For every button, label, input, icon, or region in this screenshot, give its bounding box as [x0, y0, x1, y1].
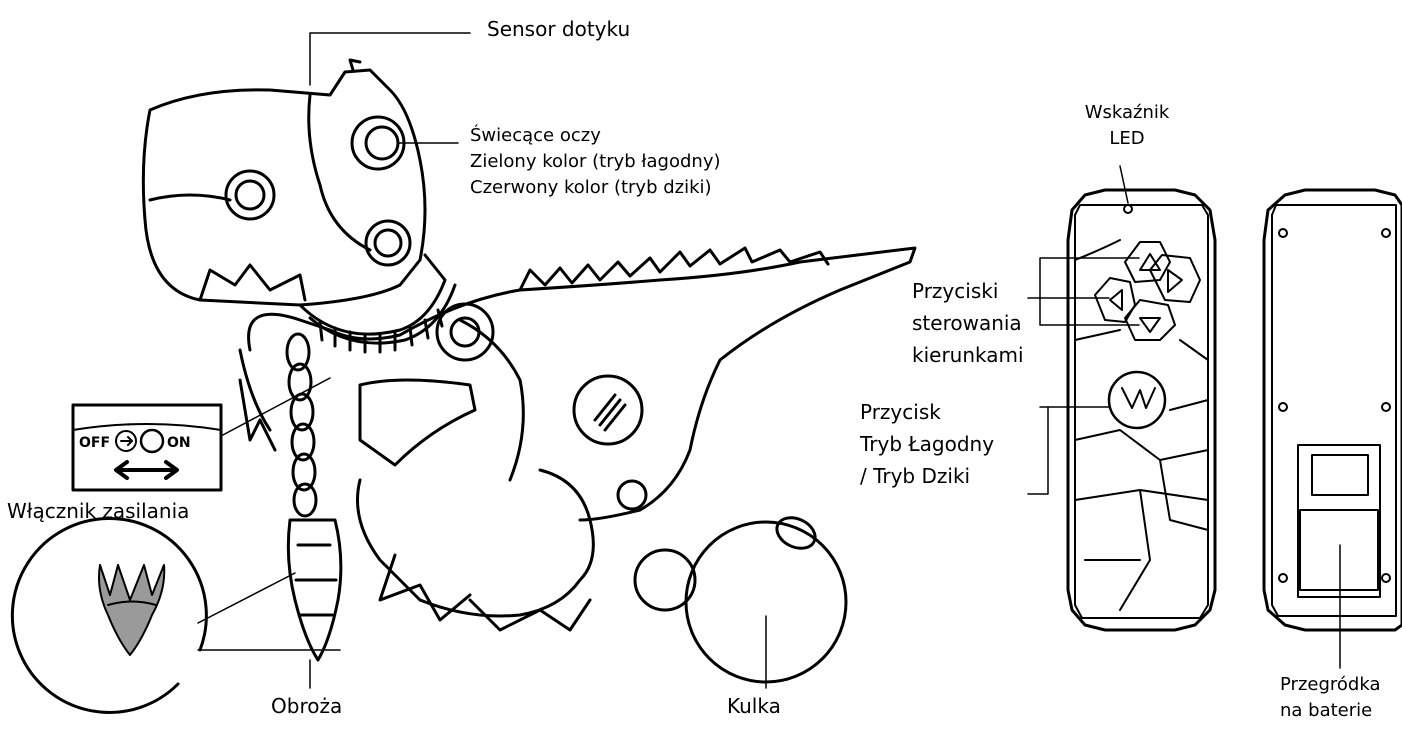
dino-eye-left	[226, 171, 274, 219]
dino-body	[249, 248, 915, 520]
switch-off-label: OFF	[79, 435, 110, 451]
dpad-left	[1095, 278, 1135, 322]
label-mode-button: Przycisk Tryb Łagodny / Tryb Dziki	[860, 396, 994, 492]
dpad-down	[1125, 300, 1175, 340]
collar-detail-inset	[12, 518, 206, 712]
leader-led	[1120, 166, 1128, 203]
dino-hip-emblem	[574, 376, 642, 444]
label-power-switch: Włącznik zasilania	[7, 497, 189, 525]
mode-button	[1109, 372, 1165, 428]
leader-touch-sensor	[310, 33, 470, 85]
remote-front-body	[1068, 190, 1215, 630]
label-collar: Obroża	[271, 692, 342, 720]
label-eyes-green: Zielony kolor (tryb łagodny)	[470, 149, 721, 175]
dpad-right	[1150, 255, 1200, 302]
power-switch-knob	[141, 430, 163, 452]
remote-front	[1068, 190, 1215, 630]
collar-detail-footprint	[99, 565, 164, 655]
label-eyes-red: Czerwony kolor (tryb dziki)	[470, 175, 721, 201]
collar-tag	[288, 520, 341, 660]
dino-head	[143, 70, 425, 305]
label-eyes: Świecące oczy Zielony kolor (tryb łagodn…	[470, 123, 721, 201]
label-battery: Przegródka na baterie	[1280, 672, 1380, 724]
label-ball: Kulka	[727, 692, 781, 720]
dpad-up	[1125, 242, 1170, 282]
dino-chain	[287, 334, 316, 516]
remote-back	[1264, 190, 1402, 630]
label-direction-buttons: Przyciski sterowania kierunkami	[912, 275, 1024, 371]
led-dot	[1124, 205, 1132, 213]
label-led-indicator: Wskaźnik LED	[1062, 100, 1192, 152]
dino-eye-right	[352, 117, 404, 169]
label-touch-sensor: Sensor dotyku	[487, 15, 630, 43]
power-switch-arrow	[116, 462, 177, 478]
switch-on-label: ON	[167, 435, 191, 451]
label-eyes-title: Świecące oczy	[470, 123, 721, 149]
leader-collar	[198, 573, 340, 688]
